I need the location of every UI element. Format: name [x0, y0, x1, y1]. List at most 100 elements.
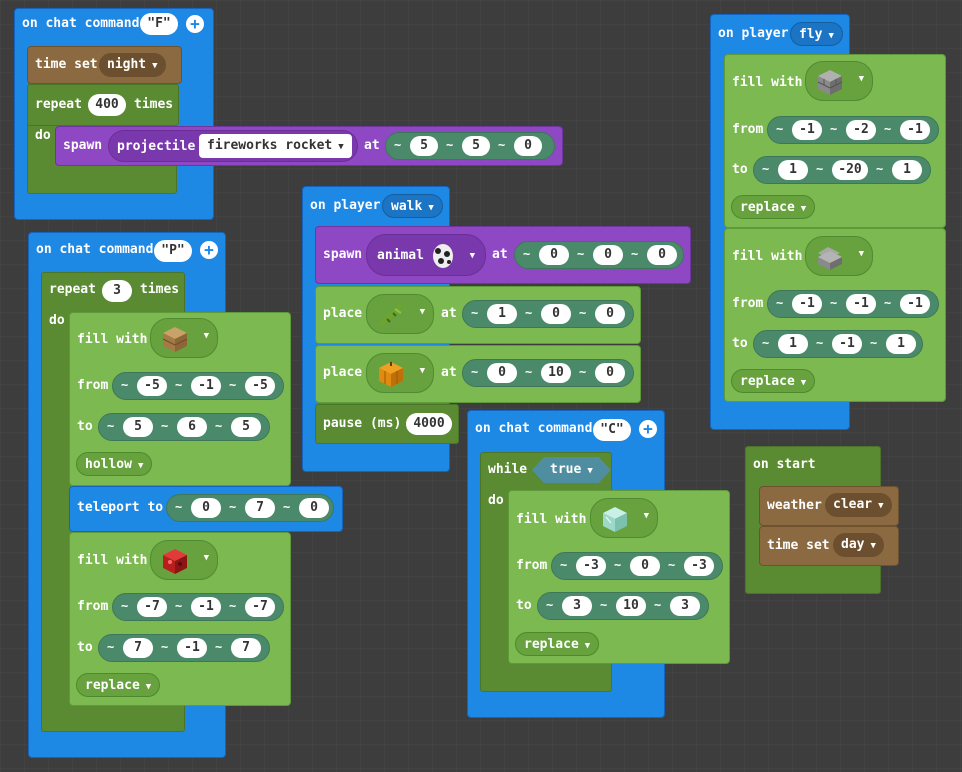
pos-y[interactable]: -20	[832, 160, 868, 180]
chevron-down-icon: ▼	[800, 204, 807, 214]
pos-y[interactable]: -1	[177, 638, 207, 658]
event-header-label: on chat command	[36, 242, 154, 257]
from-position-input[interactable]: ~ -5 ~ -1 ~ -5	[112, 372, 284, 400]
pos-z[interactable]: -1	[900, 120, 930, 140]
pos-x[interactable]: -5	[137, 376, 167, 396]
block-dropdown[interactable]: ▼	[805, 61, 873, 101]
pos-x[interactable]: 0	[539, 245, 569, 265]
from-label: from	[77, 378, 109, 393]
block-dropdown[interactable]: ▼	[366, 353, 434, 393]
pos-y[interactable]: 10	[541, 363, 571, 383]
pos-z[interactable]: 0	[514, 136, 542, 156]
repeat-count[interactable]: 400	[88, 94, 126, 116]
to-position-input[interactable]: ~ 1 ~ -1 ~ 1	[753, 330, 923, 358]
spawn-position-input[interactable]: ~ 0 ~ 0 ~ 0	[514, 241, 684, 269]
pos-z[interactable]: -3	[684, 556, 714, 576]
to-position-input[interactable]: ~ 1 ~ -20 ~ 1	[753, 156, 931, 184]
pos-y[interactable]: 6	[177, 417, 207, 437]
chat-command-arg[interactable]: "P"	[154, 240, 192, 262]
add-parameter-icon[interactable]: +	[200, 241, 218, 259]
time-dropdown[interactable]: night▼	[99, 53, 166, 77]
pos-x[interactable]: 7	[123, 638, 153, 658]
pos-x[interactable]: 0	[487, 363, 517, 383]
to-position-input[interactable]: ~ 5 ~ 6 ~ 5	[98, 413, 270, 441]
pos-x[interactable]: 3	[562, 596, 592, 616]
pos-x[interactable]: -1	[792, 294, 822, 314]
pos-z[interactable]: -5	[245, 376, 275, 396]
pos-y[interactable]: 0	[630, 556, 660, 576]
pos-z[interactable]: 3	[670, 596, 700, 616]
from-position-input[interactable]: ~ -1 ~ -1 ~ -1	[767, 290, 939, 318]
pos-z[interactable]: 5	[231, 417, 261, 437]
pos-z[interactable]: 0	[647, 245, 677, 265]
pos-y[interactable]: -1	[832, 334, 862, 354]
block-dropdown[interactable]: ▼	[150, 318, 218, 358]
pos-y[interactable]: 5	[462, 136, 490, 156]
block-dropdown[interactable]: ▼	[366, 294, 434, 334]
fill-mode-dropdown[interactable]: hollow▼	[76, 452, 153, 476]
add-parameter-icon[interactable]: +	[186, 15, 204, 33]
to-position-input[interactable]: ~ 3 ~ 10 ~ 3	[537, 592, 709, 620]
chat-command-arg[interactable]: "C"	[593, 419, 631, 441]
block-dropdown[interactable]: ▼	[150, 540, 218, 580]
to-position-input[interactable]: ~ 7 ~ -1 ~ 7	[98, 634, 270, 662]
from-position-input[interactable]: ~ -7 ~ -1 ~ -7	[112, 593, 284, 621]
weather-dropdown[interactable]: clear▼	[825, 493, 892, 517]
pos-z[interactable]: 7	[231, 638, 261, 658]
pos-x[interactable]: -3	[576, 556, 606, 576]
block-dropdown[interactable]: ▼	[590, 498, 658, 538]
pos-x[interactable]: 5	[123, 417, 153, 437]
pos-y[interactable]: 0	[593, 245, 623, 265]
fill-mode-dropdown[interactable]: replace▼	[731, 369, 816, 393]
pos-z[interactable]: 0	[299, 498, 329, 518]
fill-mode-dropdown[interactable]: replace▼	[731, 195, 816, 219]
projectile-value-dropdown[interactable]: fireworks rocket▼	[199, 134, 352, 158]
fill-mode-dropdown[interactable]: replace▼	[76, 673, 161, 697]
chat-command-arg[interactable]: "F"	[140, 13, 178, 35]
pos-y[interactable]: -1	[191, 376, 221, 396]
pos-x[interactable]: 1	[778, 334, 808, 354]
pos-x[interactable]: 0	[191, 498, 221, 518]
player-event-dropdown[interactable]: fly▼	[790, 22, 843, 46]
pos-z[interactable]: 1	[892, 160, 922, 180]
place-position-input[interactable]: ~ 1 ~ 0 ~ 0	[462, 300, 634, 328]
time-dropdown[interactable]: day▼	[833, 533, 884, 557]
pos-z[interactable]: 0	[595, 304, 625, 324]
fill-with-label: fill with	[77, 332, 148, 347]
pos-x[interactable]: 1	[487, 304, 517, 324]
pos-y[interactable]: -1	[191, 597, 221, 617]
pos-z[interactable]: -7	[245, 597, 275, 617]
pos-x[interactable]: 1	[778, 160, 808, 180]
player-event-dropdown[interactable]: walk▼	[382, 194, 443, 218]
tilde-label: ~	[579, 365, 587, 379]
condition-dropdown[interactable]: true▼	[532, 457, 611, 483]
while-label: while	[488, 462, 528, 477]
pos-y[interactable]: 0	[541, 304, 571, 324]
place-position-input[interactable]: ~ 0 ~ 10 ~ 0	[462, 359, 634, 387]
from-position-input[interactable]: ~ -1 ~ -2 ~ -1	[767, 116, 939, 144]
fill-with-label: fill with	[77, 553, 148, 568]
pos-z[interactable]: 0	[595, 363, 625, 383]
to-label: to	[77, 419, 93, 434]
chevron-down-icon: ▼	[145, 682, 152, 692]
pos-y[interactable]: 7	[245, 498, 275, 518]
block-dropdown[interactable]: ▼	[805, 236, 873, 276]
pos-x[interactable]: -1	[792, 120, 822, 140]
add-parameter-icon[interactable]: +	[639, 420, 657, 438]
chevron-down-icon: ▼	[203, 553, 209, 563]
pos-z[interactable]: 1	[886, 334, 916, 354]
teleport-position-input[interactable]: ~ 0 ~ 7 ~ 0	[166, 494, 334, 522]
fill-mode-dropdown[interactable]: replace▼	[515, 632, 600, 656]
pause-value[interactable]: 4000	[406, 413, 452, 435]
position-input[interactable]: ~ 5 ~ 5 ~ 0	[385, 132, 555, 160]
from-position-input[interactable]: ~ -3 ~ 0 ~ -3	[551, 552, 723, 580]
pos-x[interactable]: 5	[410, 136, 438, 156]
pos-y[interactable]: -2	[846, 120, 876, 140]
animal-dropdown[interactable]: animal ▼	[366, 234, 486, 276]
pos-z[interactable]: -1	[900, 294, 930, 314]
pos-x[interactable]: -7	[137, 597, 167, 617]
projectile-type-dropdown[interactable]: projectile fireworks rocket▼	[108, 130, 358, 162]
pos-y[interactable]: -1	[846, 294, 876, 314]
pos-y[interactable]: 10	[616, 596, 646, 616]
repeat-count[interactable]: 3	[102, 280, 132, 302]
